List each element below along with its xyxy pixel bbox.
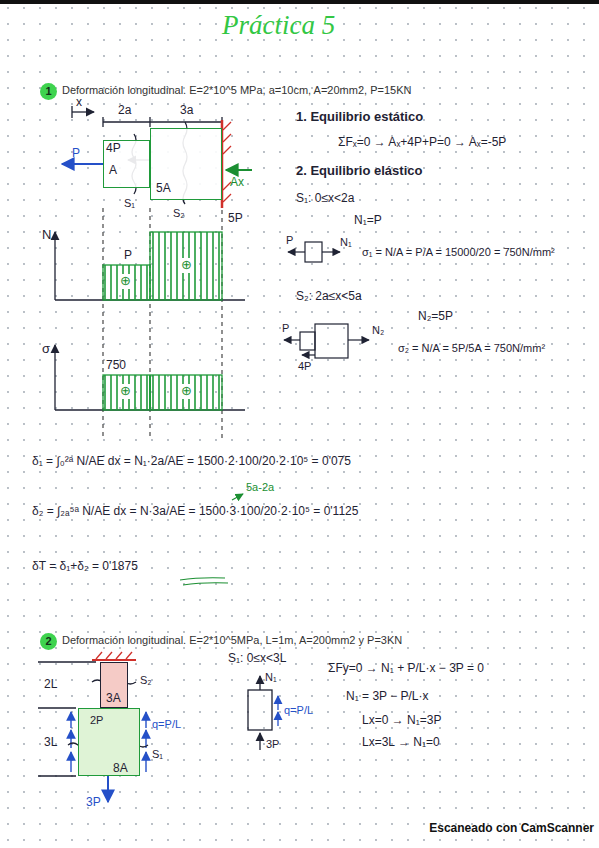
load-label: P — [72, 147, 80, 161]
equation: Lx=0 → N₁=3P — [362, 714, 441, 728]
load-label: 4P — [298, 360, 311, 373]
section-label: S₁ — [152, 748, 163, 761]
section-label: S₁ — [124, 197, 135, 210]
bar-figure-2 — [38, 652, 278, 802]
load-label: P — [282, 322, 289, 335]
area-label: 5A — [156, 181, 171, 195]
equation: σ₁ = N/A = P/A = 15000/20 = 750N/mm² — [362, 246, 555, 259]
sign-mark: ⊕ — [180, 384, 193, 399]
bar-segment: 8A — [78, 708, 140, 776]
dimension: 3L — [44, 736, 57, 750]
axis-label: σ — [42, 342, 50, 357]
force-label: N₂ — [372, 324, 384, 337]
load-label: P — [286, 234, 293, 247]
equation: δ₁ = ∫₀²ᵃ N/AE dx = N₁·2a/AE = 1500·2·10… — [32, 455, 351, 469]
scanner-watermark: Escaneado con CamScanner — [429, 822, 594, 836]
free-body-sketches — [284, 242, 369, 358]
problem-statement: Deformación longitudinal. E=2*10^5MPa, L… — [62, 634, 402, 647]
dimension: 2L — [44, 678, 57, 692]
load-label: 2P — [90, 714, 103, 727]
equation: ΣFₓ=0 → Aₓ+4P+P=0 → Aₓ=-5P — [338, 136, 506, 150]
problem-number: 1 — [40, 83, 57, 100]
sign-mark: ⊕ — [119, 384, 132, 399]
page-title: Práctica 5 — [222, 10, 335, 41]
area-label: 8A — [113, 761, 128, 775]
sign-mark: ⊕ — [119, 274, 132, 289]
section-range: S₁: 0≤x<2a — [296, 192, 354, 206]
equation: δT = δ₁+δ₂ = 0'1875 — [32, 560, 138, 574]
bar-figure-1 — [62, 106, 252, 208]
problem-number: 2 — [40, 633, 57, 650]
area-label: 3A — [106, 691, 121, 705]
equation: Lx=3L → N₁=0 — [362, 736, 440, 750]
load-label: q=P/L — [284, 704, 313, 717]
step-heading: 2. Equilibrio elástico — [296, 164, 422, 179]
dimension: 2a — [118, 104, 131, 118]
equation: N₁=P — [354, 214, 382, 228]
force-label: N₁ — [265, 671, 277, 684]
section-label: S₂ — [140, 674, 152, 687]
equation: N₂=5P — [418, 310, 453, 324]
note: 5a-2a — [246, 481, 274, 494]
section-range: S₁: 0≤x<3L — [228, 652, 286, 666]
section-range: S₂: 2a≤x<5a — [296, 290, 362, 304]
equation: δ₂ = ∫₂ₐ⁵ᵃ N/AE dx = N·3a/AE = 1500·3·10… — [32, 505, 358, 519]
step-heading: 1. Equilibrio estático — [296, 110, 423, 125]
area-label: A — [109, 163, 117, 177]
scan-edge — [0, 0, 599, 4]
equation: N₁ = 3P − P/L·x — [346, 690, 429, 704]
load-label: 3P — [86, 796, 101, 810]
dimension: 3a — [180, 104, 193, 118]
diagram-value: 750 — [106, 359, 126, 373]
diagram-value: P — [124, 249, 132, 263]
reaction-label: Ax — [230, 176, 244, 190]
axis-label: x — [76, 96, 82, 110]
axial-diagrams — [55, 208, 245, 440]
load-label: 3P — [266, 738, 279, 751]
bar-segment: 5A — [150, 128, 222, 200]
section-label: S₂ — [173, 207, 185, 220]
sign-mark: ⊕ — [180, 258, 193, 273]
equation: σ₂ = N/A = 5P/5A = 750N/mm² — [398, 342, 545, 355]
load-label: 4P — [106, 142, 121, 156]
equation: ΣFy=0 → N₁ + P/L·x − 3P = 0 — [328, 662, 484, 676]
problem-statement: Deformación longitudinal. E=2*10^5 MPa, … — [62, 84, 411, 97]
diagram-value: 5P — [228, 212, 243, 226]
load-label: q=P/L — [152, 718, 181, 731]
bar-segment: 3A — [100, 662, 128, 708]
axis-label: N — [42, 228, 51, 243]
force-label: N₁ — [340, 236, 352, 249]
